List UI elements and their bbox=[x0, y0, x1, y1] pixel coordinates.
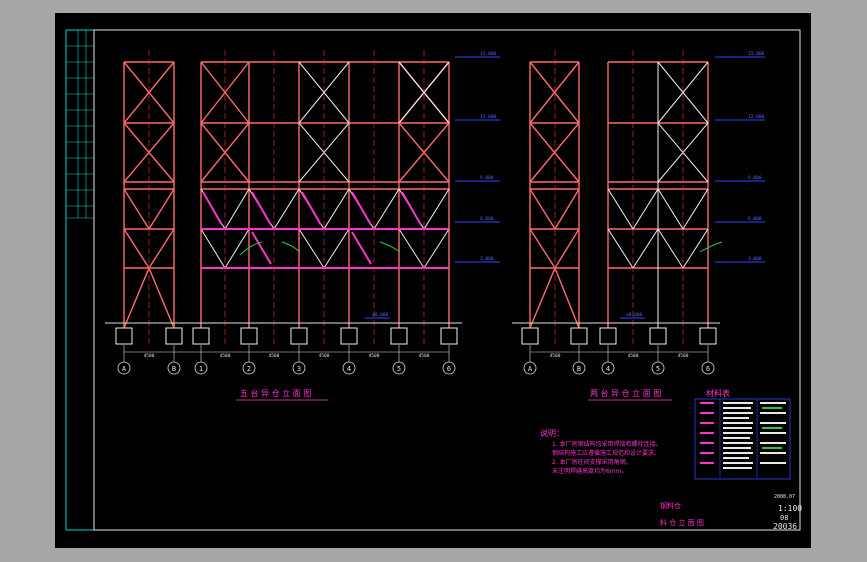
elevation-label: 12.000 bbox=[480, 114, 497, 120]
axis-label: 6 bbox=[447, 365, 451, 373]
notes-block: 说明： 1. 本厂房钢结构均采用焊接和螺栓连接。 钢结构施工应遵循施工规范和设计… bbox=[540, 428, 662, 475]
dimension-label: 4500 bbox=[144, 353, 155, 359]
axis-label: 4 bbox=[347, 365, 351, 373]
notes-line-2: 钢结构施工应遵循施工规范和设计要求。 bbox=[552, 449, 660, 457]
elevation-label: 3.000 bbox=[748, 256, 762, 262]
axis-bubble bbox=[242, 361, 256, 375]
notes-title: 说明： bbox=[540, 428, 564, 438]
revision-strip bbox=[66, 30, 94, 219]
title-project: 钢料仓 bbox=[660, 501, 681, 510]
title-date: 2008.07 bbox=[774, 494, 795, 500]
ground-elevation-label: ±0.000 bbox=[626, 312, 643, 318]
elevation-texts: 15.000 15.000 12.000 12.000 9.000 9.000 6.000 6… bbox=[372, 51, 765, 318]
dimension-label: 4500 bbox=[628, 353, 639, 359]
axis-bubble bbox=[117, 361, 131, 375]
axis-label: 6 bbox=[706, 365, 710, 373]
axis-bubble bbox=[701, 361, 715, 375]
elevation-label: 15.000 bbox=[480, 51, 497, 57]
material-table: 材料表 bbox=[694, 388, 791, 480]
axis-label: B bbox=[577, 365, 581, 373]
axis-bubble bbox=[167, 361, 181, 375]
left-view-magenta-members bbox=[201, 191, 449, 269]
title-sheet: 08 bbox=[780, 514, 788, 522]
axis-label: A bbox=[528, 365, 533, 373]
dimension-label: 4500 bbox=[220, 353, 231, 359]
axis-bubble bbox=[194, 361, 208, 375]
elevation-label: 3.000 bbox=[480, 256, 494, 262]
dimension-label: 4500 bbox=[369, 353, 380, 359]
left-view-title: 五 台 异 仓 立 面 图 bbox=[240, 388, 311, 398]
axis-label: A bbox=[122, 365, 127, 373]
dimension-label: 4500 bbox=[419, 353, 430, 359]
axis-label: 3 bbox=[297, 365, 301, 373]
axis-label: 2 bbox=[247, 365, 251, 373]
notes-line-4: 未注明焊缝高度均为6mm。 bbox=[552, 467, 628, 475]
axis-label: 1 bbox=[199, 365, 203, 373]
right-view-centerlines bbox=[554, 50, 684, 345]
left-view-frame bbox=[123, 61, 450, 329]
axis-bubble bbox=[572, 361, 586, 375]
title-drawing-name: 料 仓 立 面 图 bbox=[660, 518, 704, 527]
axis-label: 5 bbox=[397, 365, 401, 373]
axis-bubbles: A B 1 2 3 4 5 6 A B 4 5 6 bbox=[117, 345, 715, 375]
notes-line-1: 1. 本厂房钢结构均采用焊接和螺栓连接。 bbox=[552, 440, 662, 448]
dimension-label: 4500 bbox=[550, 353, 561, 359]
axis-bubble bbox=[292, 361, 306, 375]
elevation-label: 15.000 bbox=[748, 51, 765, 57]
title-scale: 1:100 bbox=[778, 504, 802, 513]
ground-elevation-label: ±0.000 bbox=[372, 312, 389, 318]
dimension-label: 4500 bbox=[319, 353, 330, 359]
dimension-label: 4500 bbox=[269, 353, 280, 359]
inner-frame bbox=[93, 29, 801, 531]
elevation-label: 6.000 bbox=[480, 216, 494, 222]
axis-bubble bbox=[651, 361, 665, 375]
right-view-frame bbox=[529, 61, 709, 329]
title-block: 钢料仓 料 仓 立 面 图 2008.07 1:100 08 20036 bbox=[660, 494, 802, 531]
axis-label: 5 bbox=[656, 365, 660, 373]
green-leaders bbox=[239, 241, 723, 256]
dimension-texts: 4500 4500 4500 4500 4500 4500 4500 4500 4500 bbox=[124, 351, 708, 359]
elevation-label: 12.000 bbox=[748, 114, 765, 120]
axis-bubble bbox=[392, 361, 406, 375]
drawing-sheet bbox=[55, 13, 811, 548]
left-footings bbox=[115, 327, 458, 345]
elevation-lines bbox=[365, 56, 765, 319]
left-view-centerlines bbox=[148, 50, 425, 345]
axis-bubble bbox=[601, 361, 615, 375]
axis-label: B bbox=[172, 365, 176, 373]
right-view-white-members bbox=[607, 61, 709, 328]
elevation-label: 6.000 bbox=[748, 216, 762, 222]
right-view-title: 两 台 异 仓 立 面 图 bbox=[590, 388, 661, 398]
table-title: 材料表 bbox=[706, 388, 730, 398]
dimension-label: 4500 bbox=[678, 353, 689, 359]
notes-line-3: 2. 本厂房柱间支撑采用角钢。 bbox=[552, 458, 632, 466]
right-footings bbox=[521, 327, 717, 345]
axis-bubble bbox=[523, 361, 537, 375]
axis-bubble bbox=[442, 361, 456, 375]
title-number: 20036 bbox=[773, 522, 797, 531]
axis-label: 4 bbox=[606, 365, 610, 373]
elevation-label: 9.000 bbox=[480, 175, 494, 181]
elevation-label: 9.000 bbox=[748, 175, 762, 181]
axis-bubble bbox=[342, 361, 356, 375]
